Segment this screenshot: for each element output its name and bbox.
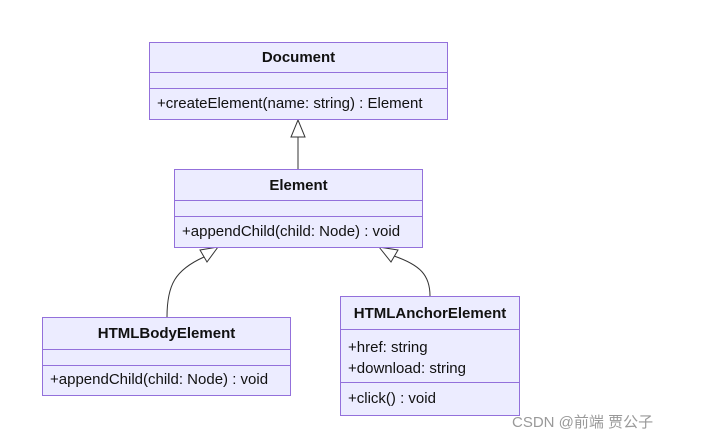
- edge-htmlanchor-to-element: [393, 255, 431, 297]
- class-methods: +createElement(name: string) : Element: [150, 89, 447, 112]
- class-attribute: +download: string: [348, 360, 466, 377]
- class-name: Document: [150, 43, 447, 73]
- class-name: HTMLAnchorElement: [341, 297, 519, 330]
- class-html-anchor-element: HTMLAnchorElement +href: string +downloa…: [340, 296, 520, 416]
- class-attributes: [43, 350, 290, 366]
- inheritance-arrowhead: [290, 118, 306, 138]
- class-document: Document +createElement(name: string) : …: [149, 42, 448, 120]
- class-methods: +appendChild(child: Node) : void: [175, 217, 422, 240]
- watermark: CSDN @前端 贾公子: [512, 414, 654, 431]
- class-attributes: [175, 201, 422, 217]
- class-method: +click() : void: [348, 390, 436, 407]
- inheritance-arrowhead: [199, 246, 220, 263]
- class-html-body-element: HTMLBodyElement +appendChild(child: Node…: [42, 317, 291, 396]
- class-method: +appendChild(child: Node) : void: [182, 223, 401, 240]
- edge-htmlbody-to-element: [166, 256, 205, 318]
- class-element: Element +appendChild(child: Node) : void: [174, 169, 423, 248]
- class-methods: +click() : void: [341, 383, 519, 407]
- class-method: +createElement(name: string) : Element: [157, 95, 423, 112]
- class-methods: +appendChild(child: Node) : void: [43, 366, 290, 388]
- class-attribute: +href: string: [348, 339, 428, 356]
- class-method: +appendChild(child: Node) : void: [50, 371, 269, 388]
- inheritance-arrowhead: [377, 246, 399, 263]
- class-attributes: +href: string +download: string: [341, 330, 519, 383]
- class-name: HTMLBodyElement: [43, 318, 290, 350]
- class-name: Element: [175, 170, 422, 201]
- class-attributes: [150, 73, 447, 89]
